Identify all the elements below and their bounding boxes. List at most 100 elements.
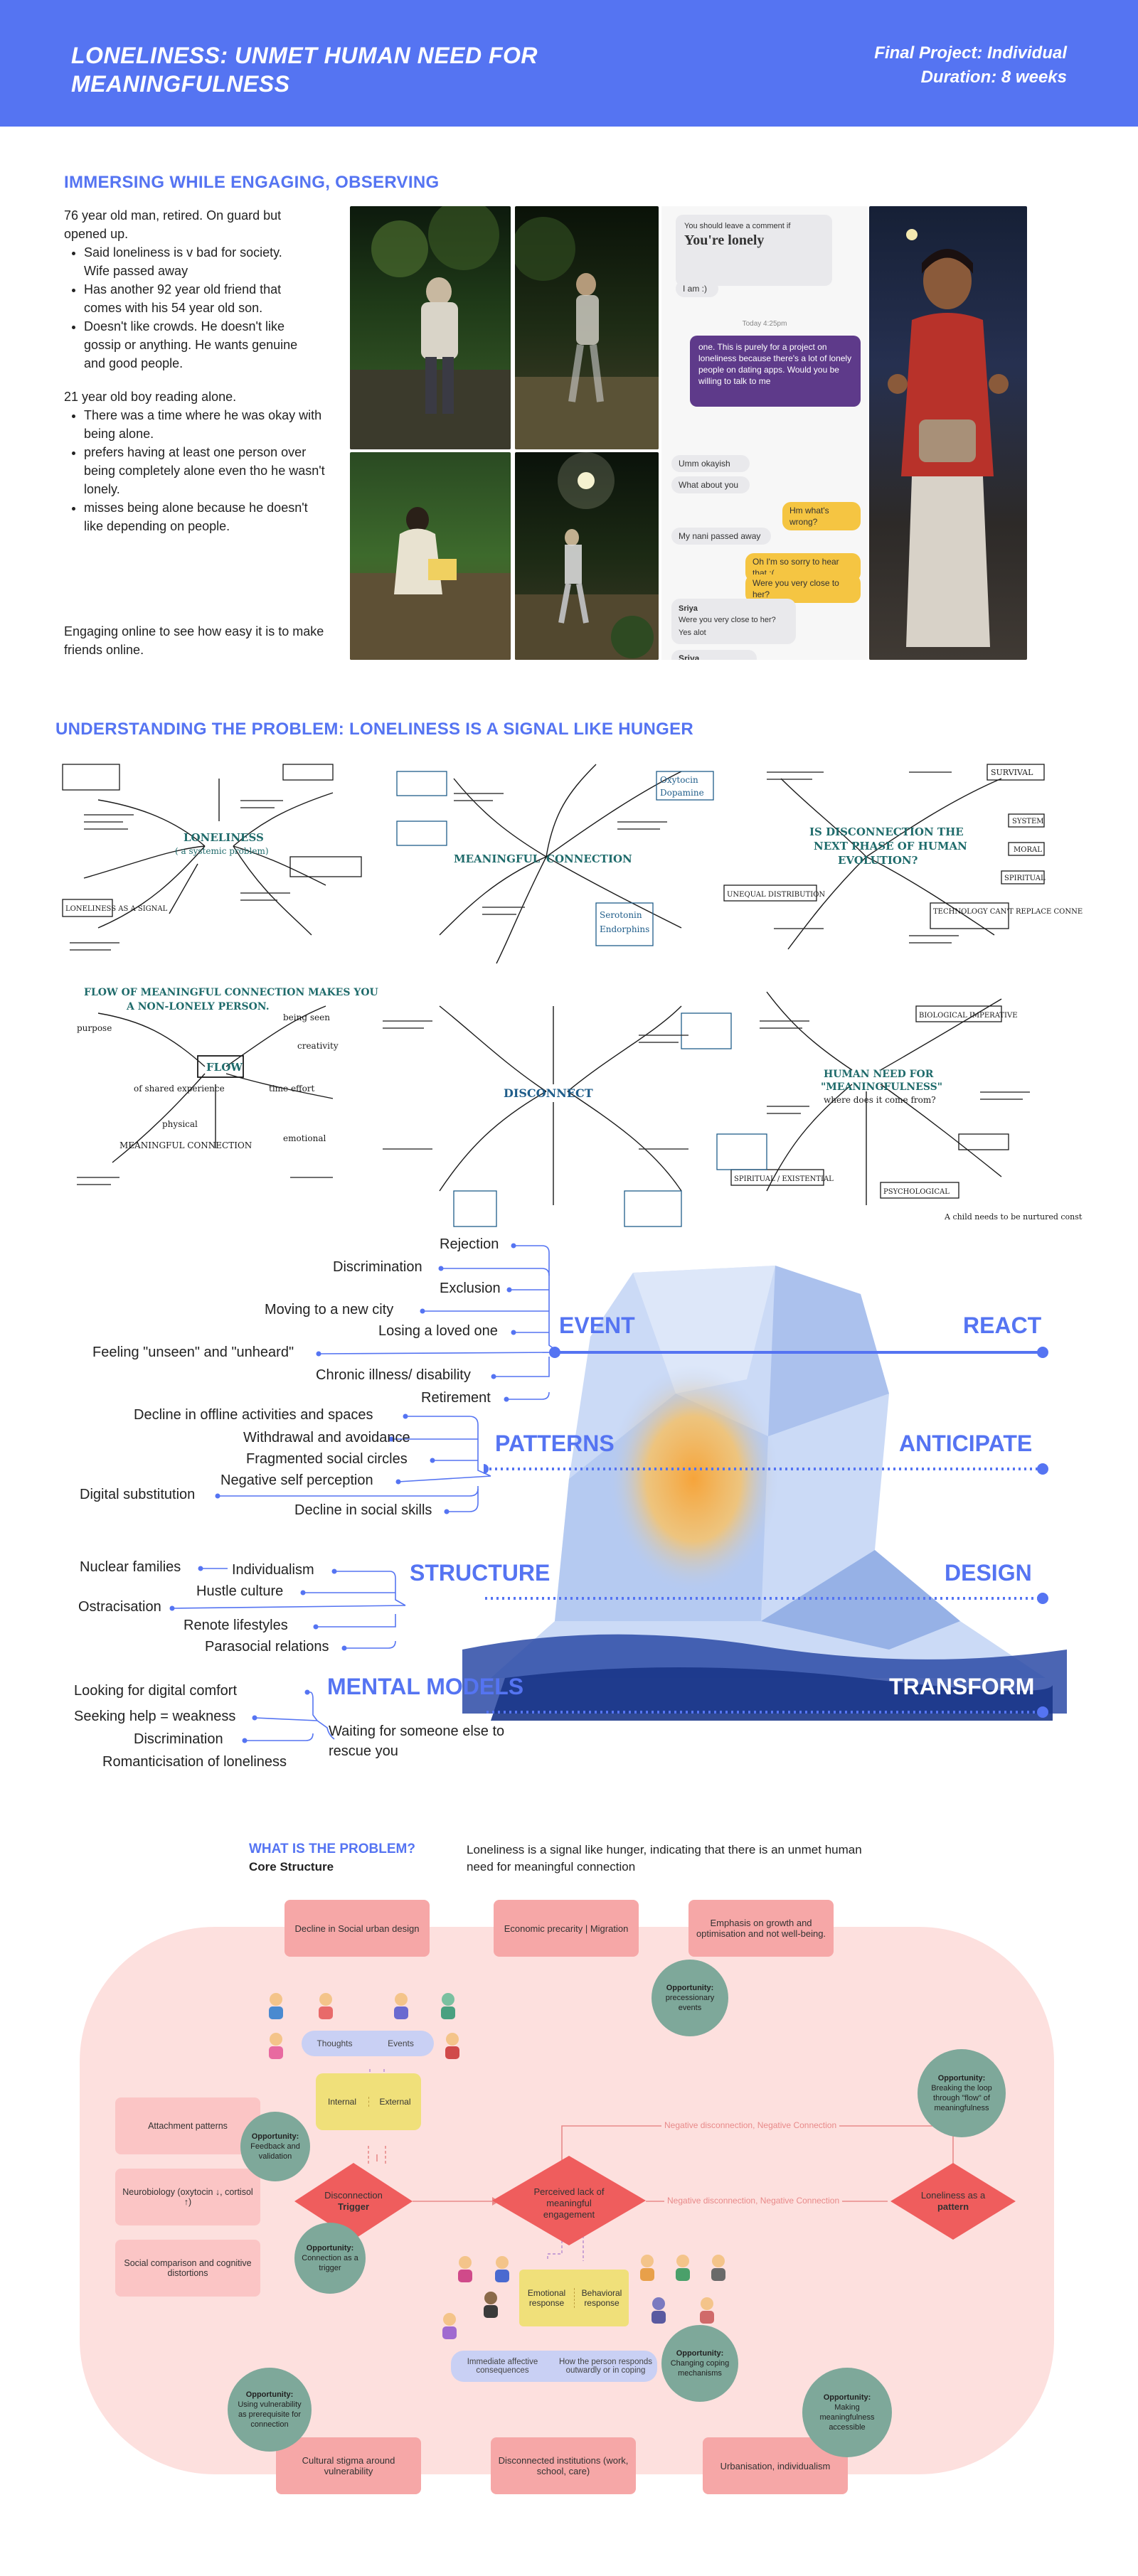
page-title: LONELINESS: UNMET HUMAN NEED FOR MEANING… xyxy=(71,43,538,97)
opportunity-label: Opportunity: xyxy=(676,2349,724,2358)
mm-disconnection-q1: IS DISCONNECTION THE xyxy=(809,825,964,838)
immediate-consequences: Immediate affective consequences xyxy=(467,2358,538,2375)
chat-message: Umm okayish xyxy=(671,455,750,472)
structure-item: Renote lifestyles xyxy=(184,1618,288,1633)
person-icon xyxy=(269,1993,283,2019)
note-bullet: misses being alone because he doesn't li… xyxy=(84,498,327,535)
field-note-old-man: 76 year old man, retired. On guard but o… xyxy=(64,206,306,373)
opportunity-circle: Opportunity:Breaking the loop through "f… xyxy=(918,2049,1006,2137)
individual-factor-box: Neurobiology (oxytocin ↓, cortisol ↑) xyxy=(115,2169,260,2225)
opportunity-label: Opportunity: xyxy=(937,2074,986,2083)
pattern-item: Decline in offline activities and spaces xyxy=(134,1407,373,1423)
behavioral-response-label: Behavioral response xyxy=(574,2288,629,2308)
pattern-line1: Loneliness as a xyxy=(920,2190,986,2201)
chat-quoted-message: Sriya Were you very close to her? Yes al… xyxy=(671,599,796,644)
event-item: Losing a loved one xyxy=(378,1323,498,1339)
event-item: Retirement xyxy=(421,1390,491,1406)
opportunity-text: Breaking the loop through "flow" of mean… xyxy=(931,2084,992,2112)
opportunity-circle: Opportunity:precessionary events xyxy=(652,1960,728,2036)
level-lines xyxy=(484,1347,1048,1718)
section-title-immersing: IMMERSING WHILE ENGAGING, OBSERVING xyxy=(64,173,440,192)
individual-factor-box: Social comparison and cognitive distorti… xyxy=(115,2240,260,2297)
note-bullet: There was a time where he was okay with … xyxy=(84,406,327,443)
opportunity-label: Opportunity: xyxy=(306,2244,354,2252)
chat-message: My nani passed away xyxy=(671,528,771,545)
person-icon xyxy=(711,2255,725,2281)
photo-old-man-park xyxy=(350,206,511,449)
pattern-item: Withdrawal and avoidance xyxy=(243,1430,410,1445)
mm-time-effort: time effort xyxy=(269,1084,315,1094)
pattern-label: Loneliness as a pattern xyxy=(913,2190,993,2213)
how-person-responds: How the person responds outwardly or in … xyxy=(558,2358,653,2375)
problem-description: Loneliness is a signal like hunger, indi… xyxy=(467,1843,862,1874)
opportunity-text: Making meaningfulness accessible xyxy=(819,2403,875,2432)
chat-time: Today 4:25pm xyxy=(742,320,787,328)
mm-flow-heading2: A NON-LONELY PERSON. xyxy=(126,1001,270,1012)
mental-item: Romanticisation of loneliness xyxy=(102,1754,287,1770)
trigger-label: Disconnection Trigger xyxy=(313,2190,394,2213)
mm-flow-heading1: FLOW OF MEANINGFUL CONNECTION MAKES YOU xyxy=(84,987,378,998)
negative-loop-label-top: Negative disconnection, Negative Connect… xyxy=(661,2120,840,2130)
individual-factor-box: Attachment patterns xyxy=(115,2097,260,2154)
event-item: Discrimination xyxy=(333,1259,422,1275)
structure-item: Nuclear families xyxy=(80,1559,181,1575)
event-item: Chronic illness/ disability xyxy=(316,1367,471,1383)
field-note-young-man: 21 year old boy reading alone. There was… xyxy=(64,388,327,535)
chat-message: Were you very close to her? xyxy=(745,574,861,603)
mm-meaningful: MEANINGFUL xyxy=(454,853,541,865)
person-icon xyxy=(640,2255,654,2281)
opportunity-text: Connection as a trigger xyxy=(302,2254,358,2272)
person-icon xyxy=(700,2297,714,2324)
level-patterns: PATTERNS xyxy=(495,1431,615,1456)
chat-purple-message: one. This is purely for a project on lon… xyxy=(690,336,861,407)
cause-box: Cultural stigma around vulnerability xyxy=(276,2437,421,2494)
section-title-understanding: UNDERSTANDING THE PROBLEM: LONELINESS IS… xyxy=(55,720,694,739)
photo-person-walking xyxy=(515,206,659,449)
person-icon xyxy=(441,1993,455,2019)
cause-box: Economic precarity | Migration xyxy=(494,1900,639,1957)
person-icon xyxy=(495,2256,509,2282)
mm-being-seen: being seen xyxy=(283,1012,330,1022)
opportunity-circle: Opportunity:Feedback and validation xyxy=(240,2112,310,2181)
opportunity-label: Opportunity: xyxy=(245,2390,294,2399)
trigger-diamond xyxy=(294,2163,413,2240)
pattern-item: Digital substitution xyxy=(80,1487,196,1502)
chat-message: What about you xyxy=(671,476,750,493)
cause-box: Decline in Social urban design xyxy=(284,1900,430,1957)
mm-human-need1: HUMAN NEED FOR xyxy=(824,1069,934,1080)
prompt-small: You should leave a comment if xyxy=(684,222,791,230)
mm-shared-exp: of shared experience xyxy=(134,1084,225,1094)
level-event: EVENT xyxy=(559,1313,635,1338)
mm-dopamine: Dopamine xyxy=(660,788,704,798)
negative-loop-label-mid: Negative disconnection, Negative Connect… xyxy=(664,2196,843,2206)
internal-label: Internal xyxy=(327,2097,357,2107)
person-icon xyxy=(458,2256,472,2282)
people-icons-right xyxy=(640,2255,725,2324)
mm-tech: TECHNOLOGY CAN'T REPLACE CONNECTION xyxy=(933,908,1083,916)
quote-name: Sriya xyxy=(679,604,698,613)
level-mental-models: MENTAL MODELS xyxy=(327,1674,524,1699)
prompt-big: You're lonely xyxy=(684,233,765,248)
quote-text: Were you very close to her? xyxy=(679,616,776,624)
structure-item: Hustle culture xyxy=(196,1583,284,1599)
mm-human-need2: "MEANINGFULNESS" xyxy=(821,1081,942,1093)
note-bullet: Doesn't like crowds. He doesn't like gos… xyxy=(84,317,306,373)
perceived-lack-label: Perceived lack of meaningful engagement xyxy=(533,2186,605,2220)
note-bullet: prefers having at least one person over … xyxy=(84,443,327,498)
person-icon xyxy=(484,2292,498,2318)
perceived-lack-diamond xyxy=(492,2156,646,2245)
note-bullet: Has another 92 year old friend that come… xyxy=(84,280,306,317)
mental-item: Discrimination xyxy=(134,1731,223,1747)
emotional-response-label: Emotional response xyxy=(527,2288,566,2308)
opportunity-label: Opportunity: xyxy=(251,2132,299,2141)
opportunity-text: Changing coping mechanisms xyxy=(670,2359,730,2378)
event-item: Feeling "unseen" and "unheard" xyxy=(92,1345,294,1360)
opportunity-circle: Opportunity:Using vulnerability as prere… xyxy=(228,2368,312,2452)
person-icon xyxy=(652,2297,666,2324)
mm-loneliness: LONELINESS xyxy=(184,831,264,844)
trigger-line2: Trigger xyxy=(337,2201,370,2212)
structure-item: Ostracisation xyxy=(78,1599,161,1615)
note-intro: 21 year old boy reading alone. xyxy=(64,390,237,404)
mm-oxytocin: Oxytocin xyxy=(660,775,698,785)
pattern-item: Decline in social skills xyxy=(294,1502,432,1518)
